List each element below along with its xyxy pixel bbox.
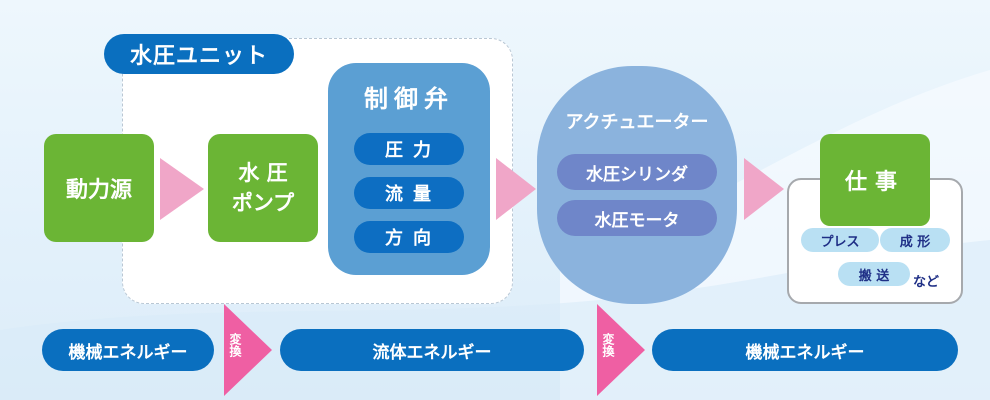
actuator-title: アクチュエーター [565, 112, 709, 133]
energy-fluid: 流体エネルギー [280, 329, 584, 371]
pump-label-line1: 水 圧 [238, 161, 288, 185]
work-item-forming: 成 形 [880, 228, 950, 252]
valve-item-direction: 方向 [354, 221, 464, 253]
hydraulic-pump-box: 水 圧 ポンプ [208, 134, 318, 242]
work-item-conveying: 搬 送 [838, 262, 910, 286]
control-valve-title: 制御弁 [364, 85, 454, 113]
convert-label-right: 変換 [601, 333, 615, 357]
actuator-box: アクチュエーター 水圧シリンダ 水圧モータ [537, 66, 737, 304]
actuator-item-motor: 水圧モータ [557, 200, 717, 236]
energy-mechanical-left: 機械エネルギー [42, 329, 214, 371]
actuator-item-cylinder: 水圧シリンダ [557, 154, 717, 190]
valve-item-flow: 流量 [354, 177, 464, 209]
pump-label-line2: ポンプ [231, 191, 295, 215]
convert-label-left: 変換 [228, 333, 242, 357]
work-etc-label: など [913, 275, 940, 290]
convert-arrow-left [224, 304, 272, 396]
work-title-box: 仕事 [820, 134, 930, 226]
hydraulic-unit-label: 水圧ユニット [104, 34, 294, 74]
arrow-actuator-to-work [744, 158, 784, 220]
power-source-box: 動力源 [44, 134, 154, 242]
valve-item-pressure: 圧力 [354, 133, 464, 165]
arrow-power-to-pump [160, 158, 204, 220]
work-item-press: プレス [801, 228, 879, 252]
arrow-valve-to-actuator [496, 158, 536, 220]
control-valve-box: 制御弁 圧力 流量 方向 [328, 63, 490, 275]
energy-mechanical-right: 機械エネルギー [652, 329, 958, 371]
convert-arrow-right [597, 304, 645, 396]
